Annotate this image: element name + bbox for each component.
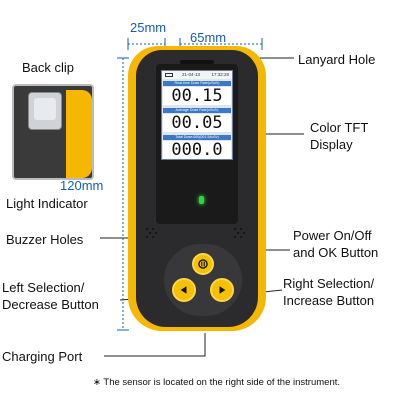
triangle-left-icon: [180, 286, 187, 294]
screen-status-bar: 21-04-13 17:32:28: [162, 71, 232, 79]
left-button-label-line1: Left Selection/: [2, 280, 85, 295]
right-button-label-line2: Increase Button: [283, 293, 375, 308]
back-clip-image: [12, 84, 94, 180]
total-dose-value: 000.0: [163, 141, 231, 159]
triangle-right-icon: [219, 286, 226, 294]
screen-time: 17:32:28: [211, 72, 229, 77]
length-dimension: 65mm: [190, 30, 227, 45]
screen-date: 21-04-13: [182, 72, 201, 77]
left-button-label-line2: Decrease Button: [2, 297, 99, 312]
light-indicator-led: [199, 196, 204, 204]
width-dimension: 25mm: [130, 20, 167, 35]
sensor-footnote: ∗ The sensor is located on the right sid…: [93, 377, 340, 388]
height-dimension: 120mm: [60, 178, 104, 193]
lanyard-hole: [180, 60, 214, 64]
power-ok-button[interactable]: [192, 253, 214, 275]
charging-port-label: Charging Port: [2, 349, 83, 364]
right-increase-button[interactable]: [210, 278, 234, 302]
back-clip-label: Back clip: [22, 60, 75, 75]
color-tft-label-line1: Color TFT: [310, 120, 369, 135]
battery-icon: [165, 73, 173, 77]
buzzer-holes-right: [232, 226, 248, 242]
total-dose-header: Total Dose:000(001.54uSv): [163, 135, 231, 140]
realtime-dose-value: 00.15: [163, 87, 231, 105]
average-dose-header: Average Dose Rate(uSv/h): [163, 108, 231, 113]
buzzer-holes-left: [144, 226, 160, 242]
average-dose-value: 00.05: [163, 114, 231, 132]
power-button-label-line1: Power On/Off: [293, 228, 372, 243]
left-decrease-button[interactable]: [172, 278, 196, 302]
dosimeter-device: 21-04-13 17:32:28 Real-time Dose Rate(uS…: [128, 46, 266, 331]
realtime-dose-header: Real-time Dose Rate(uSv/h): [163, 81, 231, 86]
light-indicator-label: Light Indicator: [6, 196, 88, 211]
power-icon: [198, 259, 208, 269]
tft-screen: 21-04-13 17:32:28 Real-time Dose Rate(uS…: [161, 70, 233, 160]
color-tft-label-line2: Display: [310, 137, 353, 152]
lanyard-hole-label: Lanyard Hole: [298, 52, 376, 67]
power-button-label-line2: and OK Button: [293, 245, 379, 260]
right-button-label-line1: Right Selection/: [283, 276, 375, 291]
buzzer-holes-label: Buzzer Holes: [6, 232, 84, 247]
